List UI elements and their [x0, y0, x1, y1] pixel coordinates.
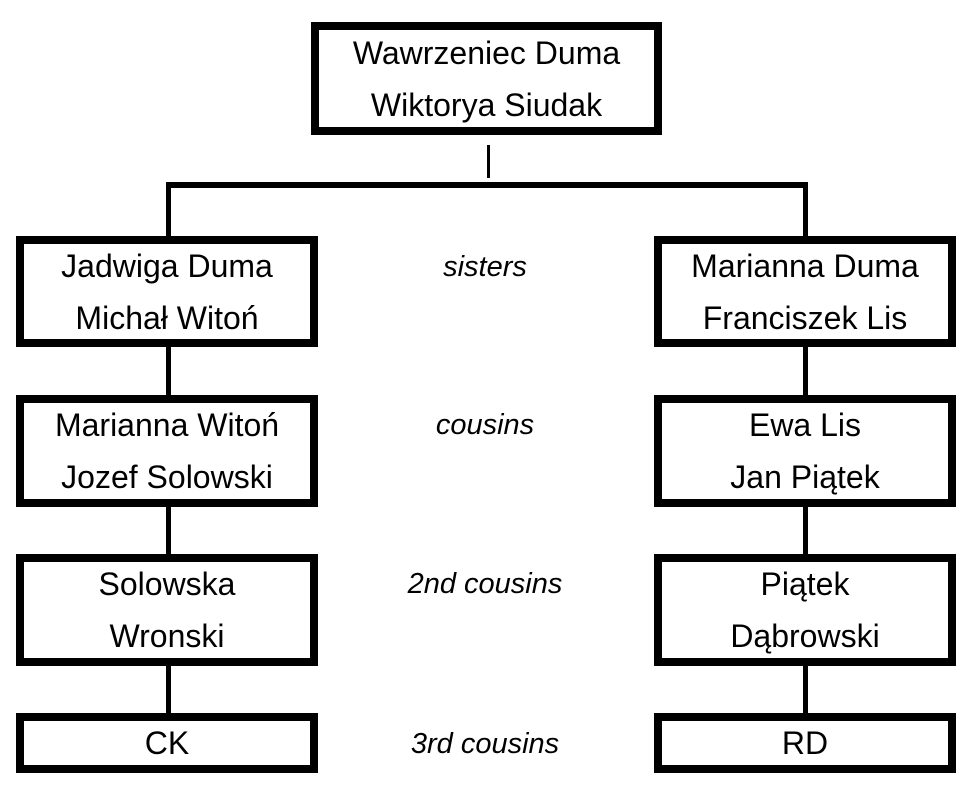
root-stem-line	[487, 145, 490, 178]
right-connector-3	[803, 664, 808, 715]
right-gen3-name-2: Dąbrowski	[730, 618, 880, 654]
left-gen3-name-2: Wronski	[109, 618, 225, 654]
left-gen3-box: Solowska Wronski	[16, 554, 318, 666]
left-connector-1	[166, 345, 171, 397]
right-drop-line	[803, 182, 808, 238]
left-gen2-name-1: Marianna Witoń	[54, 407, 280, 443]
left-gen3-name-1: Solowska	[98, 566, 236, 602]
left-gen4-name: CK	[144, 725, 190, 761]
right-gen3-name-1: Piątek	[760, 566, 850, 602]
left-gen1-name-1: Jadwiga Duma	[61, 247, 273, 284]
right-gen4-name: RD	[781, 725, 829, 761]
root-name-2: Wiktorya Siudak	[370, 86, 603, 123]
root-name-1: Wawrzeniec Duma	[352, 34, 621, 71]
left-gen1-name-2: Michał Witoń	[75, 299, 259, 336]
left-gen2-box: Marianna Witoń Jozef Solowski	[16, 395, 318, 507]
left-connector-3	[166, 664, 171, 715]
right-gen1-name-2: Franciszek Lis	[702, 299, 908, 336]
left-connector-2	[166, 505, 171, 556]
right-gen4-box: RD	[654, 713, 956, 773]
right-gen1-box: Marianna Duma Franciszek Lis	[654, 236, 956, 347]
left-gen4-box: CK	[16, 713, 318, 773]
relation-label-gen3: 2nd cousins	[407, 568, 563, 600]
relation-label-gen4: 3rd cousins	[410, 728, 560, 760]
left-gen1-box: Jadwiga Duma Michał Witoń	[16, 236, 318, 347]
branch-bar-line	[166, 182, 808, 188]
right-gen2-box: Ewa Lis Jan Piątek	[654, 395, 956, 507]
right-connector-1	[803, 345, 808, 397]
relation-label-gen2: cousins	[435, 409, 535, 441]
left-drop-line	[166, 182, 171, 238]
right-gen3-box: Piątek Dąbrowski	[654, 554, 956, 666]
relation-label-gen1: sisters	[443, 251, 527, 283]
right-gen2-name-1: Ewa Lis	[748, 407, 862, 443]
right-gen1-name-1: Marianna Duma	[691, 247, 919, 284]
left-gen2-name-2: Jozef Solowski	[61, 459, 273, 495]
right-gen2-name-2: Jan Piątek	[730, 459, 880, 495]
right-connector-2	[803, 505, 808, 556]
root-couple-box: Wawrzeniec Duma Wiktorya Siudak	[311, 22, 662, 135]
